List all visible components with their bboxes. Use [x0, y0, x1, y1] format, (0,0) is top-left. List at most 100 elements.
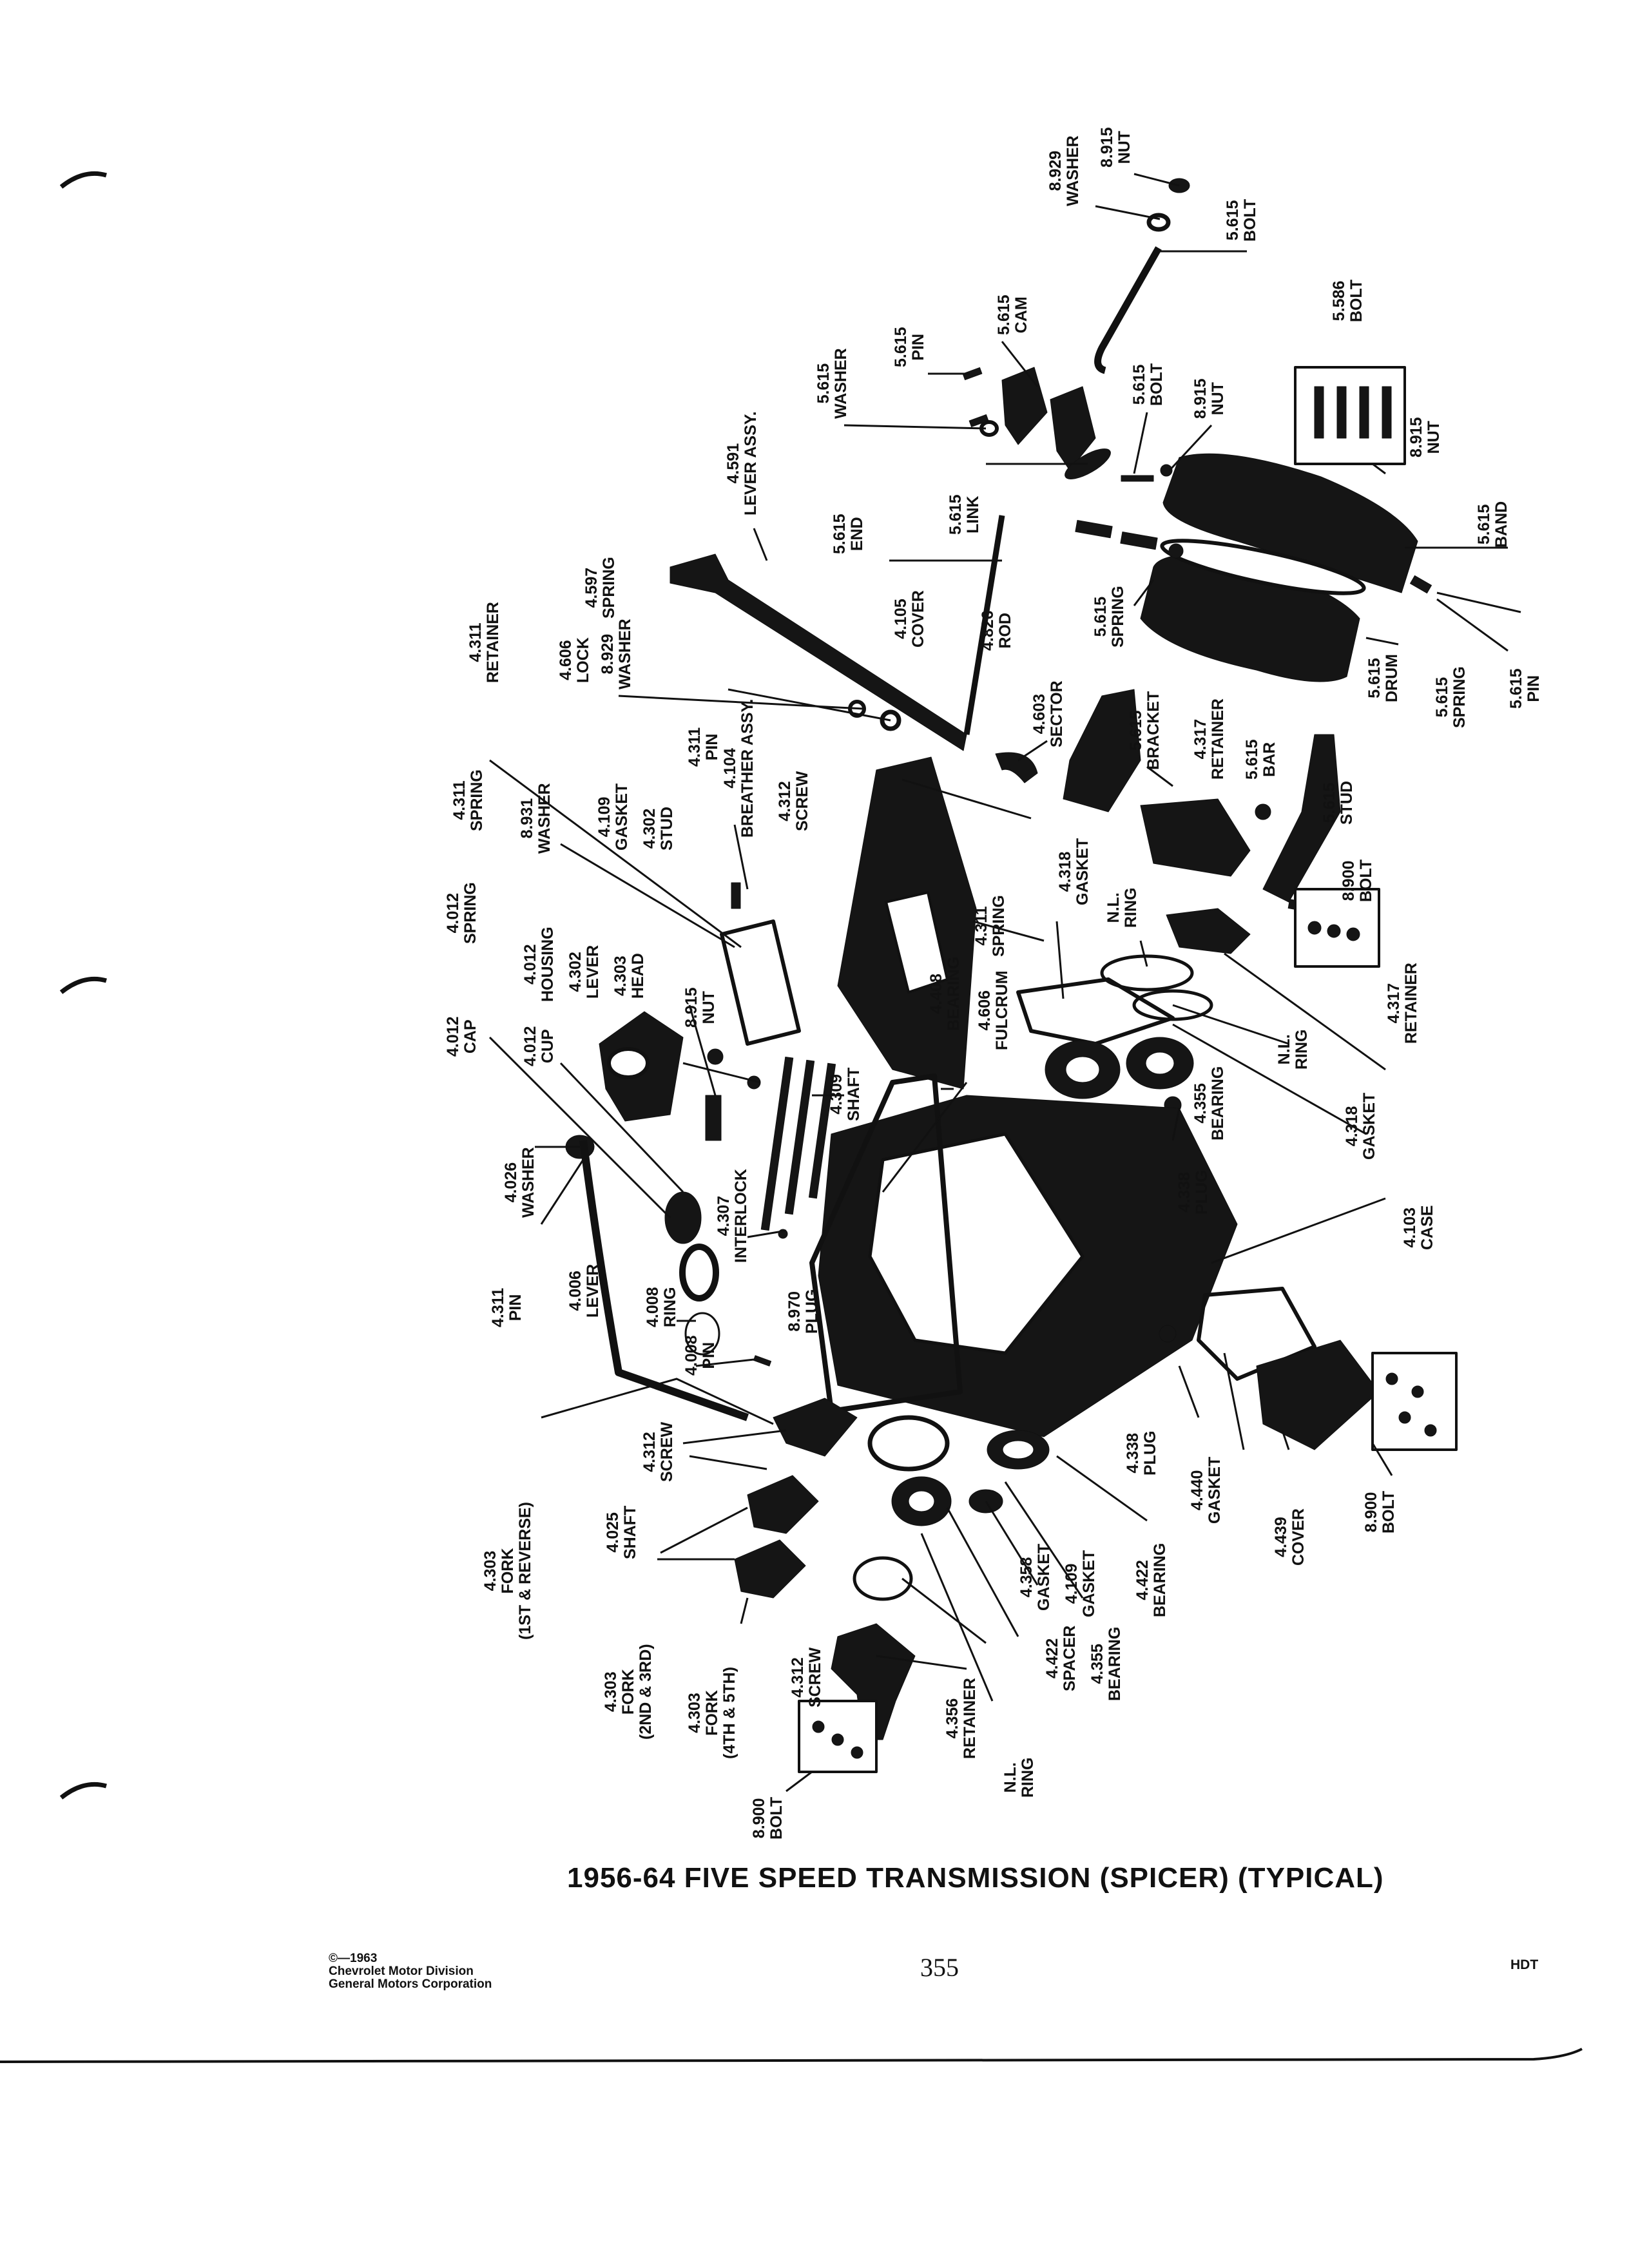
bolt-head: [1327, 924, 1341, 938]
bearing-bore: [1002, 1440, 1034, 1459]
leader-line: [882, 1082, 968, 1193]
leader-line: [1365, 637, 1399, 646]
leader-line: [695, 1358, 755, 1367]
callout-label: N.L.RING: [1275, 1029, 1311, 1070]
spring-part: [1120, 531, 1158, 550]
leader-line: [682, 1429, 787, 1445]
washer-part: [880, 709, 901, 731]
leader-line: [541, 1378, 774, 1425]
bolt-head: [1411, 1385, 1424, 1398]
copyright-line: General Motors Corporation: [329, 1977, 492, 1991]
pin-part: [969, 414, 989, 427]
leader-line: [488, 1036, 671, 1219]
leader-line: [786, 1771, 813, 1792]
leader-line: [901, 1577, 987, 1644]
leader-line: [1139, 940, 1148, 967]
spring-part: [1410, 575, 1432, 594]
cover-opening: [885, 891, 949, 994]
binder-mark: [59, 1782, 107, 1800]
case-window: [868, 1132, 1084, 1355]
bottom-rule: [0, 2048, 1583, 2063]
bolt-tray: [1371, 1352, 1458, 1451]
nut-part: [1160, 464, 1173, 477]
leader-line: [559, 1062, 684, 1193]
plug-part: [1159, 1325, 1177, 1343]
fork-part: [773, 1398, 858, 1457]
bearing-bore: [908, 1490, 935, 1512]
shift-rail: [808, 1062, 836, 1199]
washer-part: [1146, 213, 1171, 232]
leader-line: [1055, 921, 1065, 999]
leader-line: [946, 1507, 1019, 1637]
leader-line: [1224, 952, 1386, 1071]
bolt-part: [1121, 475, 1154, 482]
leader-line: [728, 688, 891, 722]
bolt-part: [1314, 386, 1324, 439]
ring-part: [684, 1312, 720, 1356]
shift-lever-part: [670, 553, 967, 751]
leader-line: [920, 1533, 994, 1702]
bolt-head: [831, 1733, 844, 1746]
binder-mark: [59, 976, 107, 994]
retainer-part: [1166, 908, 1251, 954]
spring-part: [1075, 519, 1113, 539]
retainer-part: [831, 1623, 916, 1740]
shift-rail: [784, 1059, 815, 1215]
pin-part: [962, 367, 983, 380]
shift-lever-part: [579, 1140, 749, 1421]
bolt-head: [1307, 921, 1322, 935]
ring-part: [867, 1415, 950, 1472]
leader-line: [682, 1062, 761, 1084]
bearing-bore: [1065, 1056, 1100, 1083]
leader-line: [901, 778, 1032, 820]
leader-line: [560, 843, 735, 948]
leader-line: [1168, 424, 1213, 472]
leader-line: [489, 759, 742, 948]
leader-line: [1172, 1023, 1367, 1135]
leader-line: [753, 528, 768, 561]
plug-part: [1255, 803, 1271, 820]
leader-line: [733, 824, 749, 890]
retainer-part: [1140, 798, 1251, 877]
leader-line: [1171, 1108, 1181, 1141]
bolt-part: [1336, 386, 1347, 439]
spring-part: [731, 882, 741, 909]
